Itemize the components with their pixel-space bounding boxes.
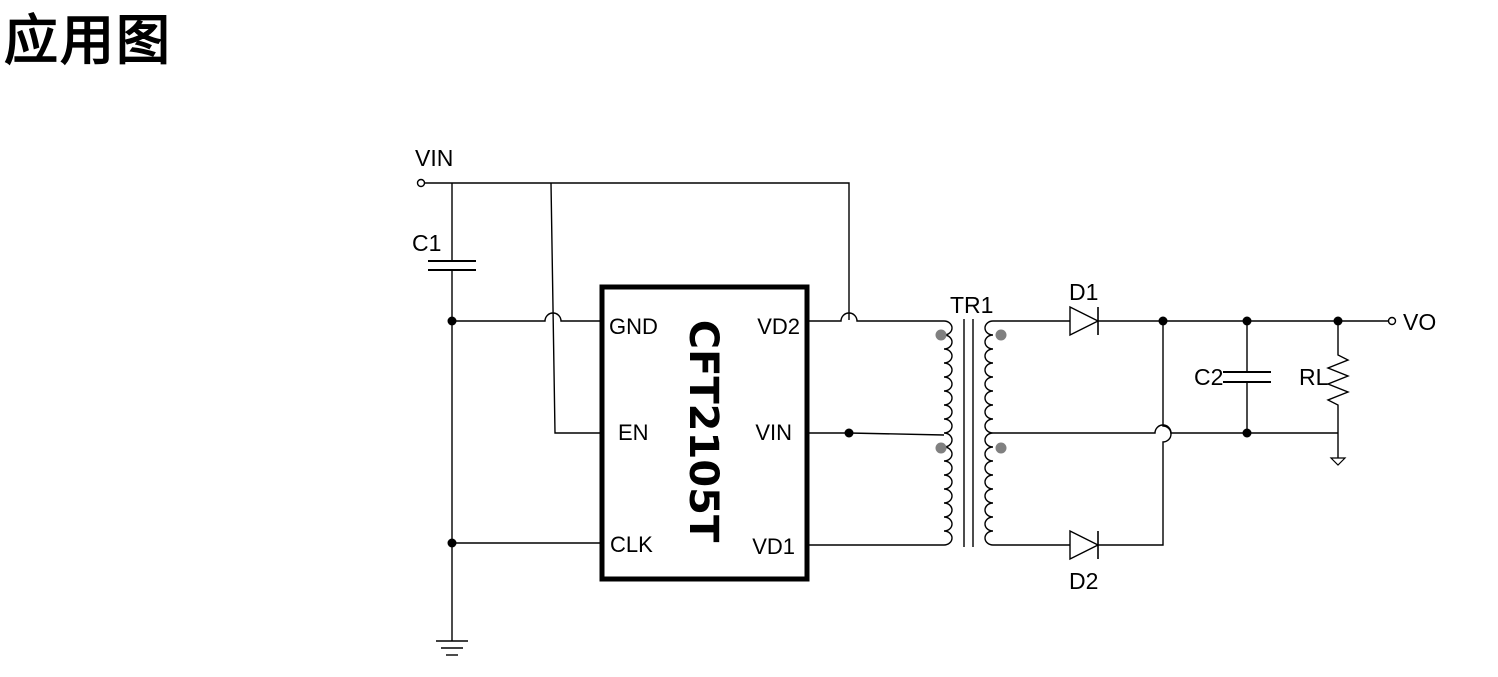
rl-label: RL	[1299, 364, 1329, 390]
pin-vd2-label: VD2	[757, 314, 800, 339]
pin-vin-label: VIN	[755, 420, 792, 445]
pin-gnd-label: GND	[609, 314, 658, 339]
vo-terminal	[1387, 316, 1397, 326]
en-wire	[550, 182, 602, 434]
output-ground-icon	[1329, 457, 1347, 466]
tr1-label: TR1	[950, 292, 993, 318]
pin-en-label: EN	[618, 420, 649, 445]
d2-return-wire	[1098, 321, 1172, 546]
resistor-rl	[1326, 321, 1350, 458]
dot-primary-bottom	[935, 442, 947, 454]
diode-d1	[1069, 305, 1100, 337]
ic-body	[599, 284, 810, 582]
c1-label: C1	[412, 230, 441, 256]
pin-vd1-label: VD1	[752, 534, 795, 559]
vin-terminal	[416, 178, 426, 188]
d2-label: D2	[1069, 568, 1098, 594]
c2-label: C2	[1194, 364, 1223, 390]
transformer-tr1	[943, 319, 994, 547]
center-tap-return	[993, 424, 1338, 434]
vin-pin-wire	[807, 432, 945, 436]
diode-d2	[1069, 529, 1100, 561]
gnd-wire	[452, 312, 602, 322]
dot-secondary-top	[995, 329, 1007, 341]
junction-vin	[844, 428, 854, 438]
vd2-wire	[807, 312, 944, 322]
vin-input-label: VIN	[415, 145, 453, 171]
chip-name: CFT2105T	[680, 320, 726, 543]
dot-secondary-bottom	[995, 442, 1007, 454]
page-title: 应用图	[4, 9, 172, 72]
vo-label: VO	[1403, 309, 1436, 335]
d1-label: D1	[1069, 279, 1098, 305]
vin-top-rail	[424, 182, 850, 320]
pin-clk-label: CLK	[610, 532, 653, 557]
dot-primary-top	[935, 329, 947, 341]
ground-symbol	[436, 640, 468, 656]
